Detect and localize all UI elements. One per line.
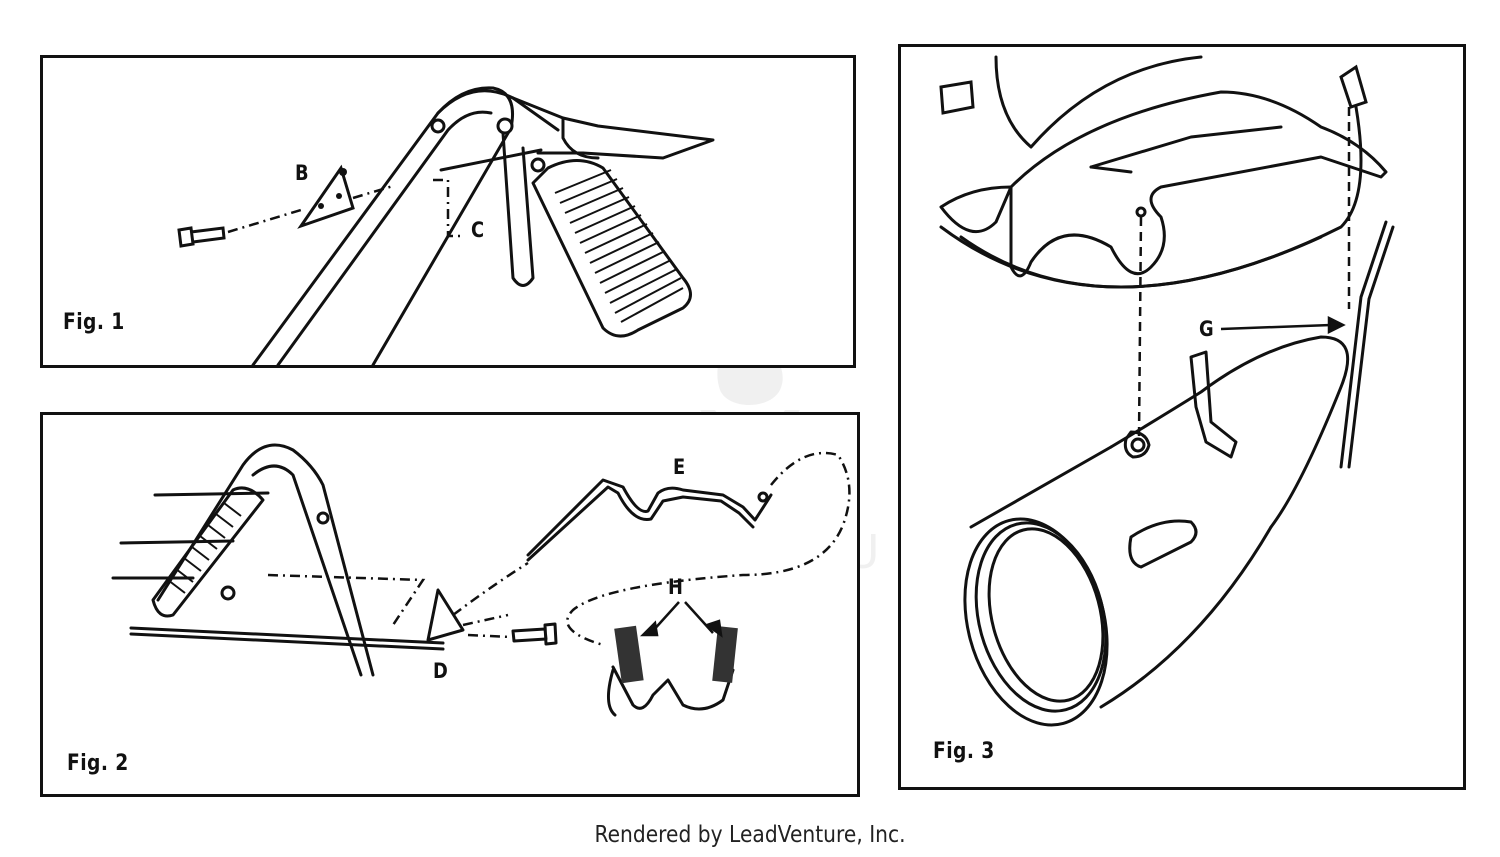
callout-g: G: [1199, 317, 1214, 341]
callout-d: D: [433, 659, 448, 683]
callout-b: B: [295, 161, 309, 185]
callout-e: E: [673, 455, 686, 479]
figure-1-label: Fig. 1: [63, 310, 125, 335]
figure-1-panel: B C Fig. 1: [40, 55, 856, 368]
figure-3-label: Fig. 3: [933, 739, 995, 764]
footer-credit: Rendered by LeadVenture, Inc.: [594, 822, 906, 848]
figure-3-panel: G Fig. 3: [898, 44, 1466, 790]
fig2-illustration: [111, 443, 851, 717]
callout-h: H: [668, 575, 683, 599]
callout-c: C: [471, 218, 485, 242]
fig1-illustration: [177, 86, 715, 365]
figure-2-panel: E H D Fig. 2: [40, 412, 860, 797]
fig3-illustration: [939, 55, 1395, 727]
figure-2-label: Fig. 2: [67, 751, 129, 776]
